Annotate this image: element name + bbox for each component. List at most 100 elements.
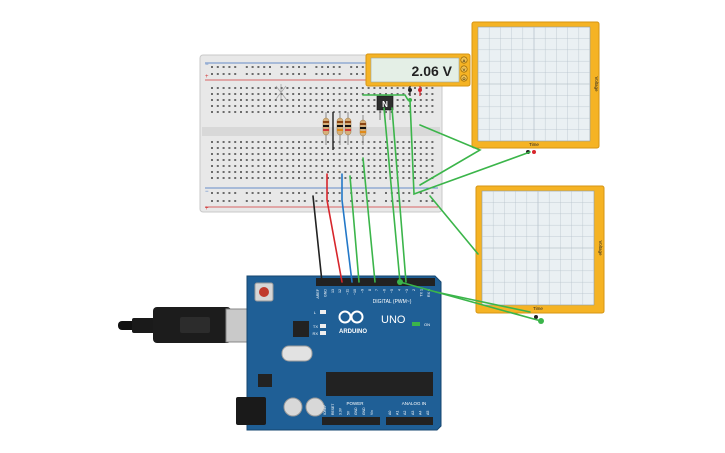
hole: [431, 192, 434, 194]
hole: [257, 141, 260, 143]
pin-label: ~11: [346, 289, 350, 295]
hole: [234, 200, 237, 202]
hole: [245, 200, 248, 202]
hole: [361, 73, 364, 75]
resistor-2[interactable]: [336, 112, 344, 145]
hole: [327, 111, 329, 113]
hole: [292, 73, 295, 75]
wire-green-6: [419, 124, 482, 186]
hole: [344, 165, 347, 167]
hole: [228, 153, 231, 155]
resistor-3[interactable]: [344, 112, 352, 145]
hole: [350, 105, 353, 107]
hole: [332, 177, 335, 179]
hole: [414, 111, 416, 113]
hole: [222, 171, 225, 173]
oscilloscope-2[interactable]: Time Voltage: [475, 185, 605, 324]
hole: [379, 147, 382, 149]
arduino-uno-board[interactable]: L TX RX ON ARDUINO UNO DIGITAL (PWM~) PO…: [118, 275, 442, 431]
hole: [309, 159, 312, 161]
hole: [344, 99, 347, 101]
wire-green-8: [399, 281, 542, 322]
hole: [269, 171, 271, 173]
hole: [361, 147, 364, 149]
hole: [327, 165, 329, 167]
hole: [228, 200, 231, 202]
hole: [332, 93, 335, 95]
hole: [431, 105, 434, 107]
hole: [298, 87, 300, 89]
hole: [274, 99, 277, 101]
wire-green-3: [383, 107, 401, 283]
hole: [431, 171, 434, 173]
npn-transistor[interactable]: N: [376, 95, 394, 120]
hole: [431, 141, 434, 143]
hole: [286, 93, 289, 95]
hole: [367, 177, 370, 179]
hole: [385, 200, 387, 202]
hole: [402, 153, 405, 155]
mode-ohm[interactable]: Ω: [463, 76, 466, 81]
pin-label: ~10: [353, 289, 357, 295]
hole: [425, 93, 428, 95]
hole: [292, 177, 295, 179]
hole: [402, 111, 405, 113]
hole: [257, 73, 260, 75]
hole: [425, 171, 428, 173]
scope-2-y-label: Voltage: [598, 240, 603, 256]
pin-label: A4: [418, 411, 422, 415]
hole: [356, 105, 358, 107]
hole: [315, 177, 318, 179]
hole: [315, 200, 318, 202]
hole: [419, 99, 422, 101]
hole: [321, 177, 324, 179]
usb-cable[interactable]: [118, 307, 249, 343]
hole: [367, 192, 370, 194]
hole: [327, 177, 329, 179]
hole: [216, 87, 219, 89]
hole: [292, 165, 295, 167]
wire-green-10: [362, 94, 409, 101]
reset-button[interactable]: [259, 287, 269, 297]
hole: [251, 73, 254, 75]
hole: [373, 165, 376, 167]
hole: [402, 147, 405, 149]
mode-a[interactable]: A: [463, 58, 466, 63]
led-l-label: L: [314, 310, 317, 315]
hole: [373, 141, 376, 143]
hole: [367, 165, 370, 167]
hole: [332, 73, 335, 75]
resistor-4[interactable]: [359, 115, 367, 145]
wires[interactable]: [312, 94, 542, 322]
multimeter-mode-buttons[interactable]: A V Ω: [460, 56, 468, 82]
power-header[interactable]: [322, 417, 380, 425]
hole: [332, 192, 335, 194]
hole: [315, 93, 318, 95]
multimeter[interactable]: 2.06 V A V Ω: [365, 53, 471, 96]
hole: [245, 171, 248, 173]
hole: [303, 192, 306, 194]
hole: [332, 99, 335, 101]
hole: [315, 171, 318, 173]
hole: [240, 177, 242, 179]
hole: [361, 87, 364, 89]
hole: [298, 73, 300, 75]
hole: [211, 141, 213, 143]
scope-1-grid: [478, 27, 590, 141]
mode-v[interactable]: V: [463, 67, 466, 72]
hole: [303, 111, 306, 113]
hole: [298, 177, 300, 179]
hole: [245, 147, 248, 149]
pin-label: ~9: [360, 289, 364, 293]
oscilloscope-1[interactable]: Time Voltage: [471, 21, 600, 154]
hole: [269, 105, 271, 107]
resistor-1[interactable]: [322, 112, 330, 145]
hole: [356, 153, 358, 155]
hole: [327, 171, 329, 173]
hole: [274, 141, 277, 143]
hole: [361, 111, 364, 113]
hole: [303, 66, 306, 68]
analog-header[interactable]: [386, 417, 433, 425]
